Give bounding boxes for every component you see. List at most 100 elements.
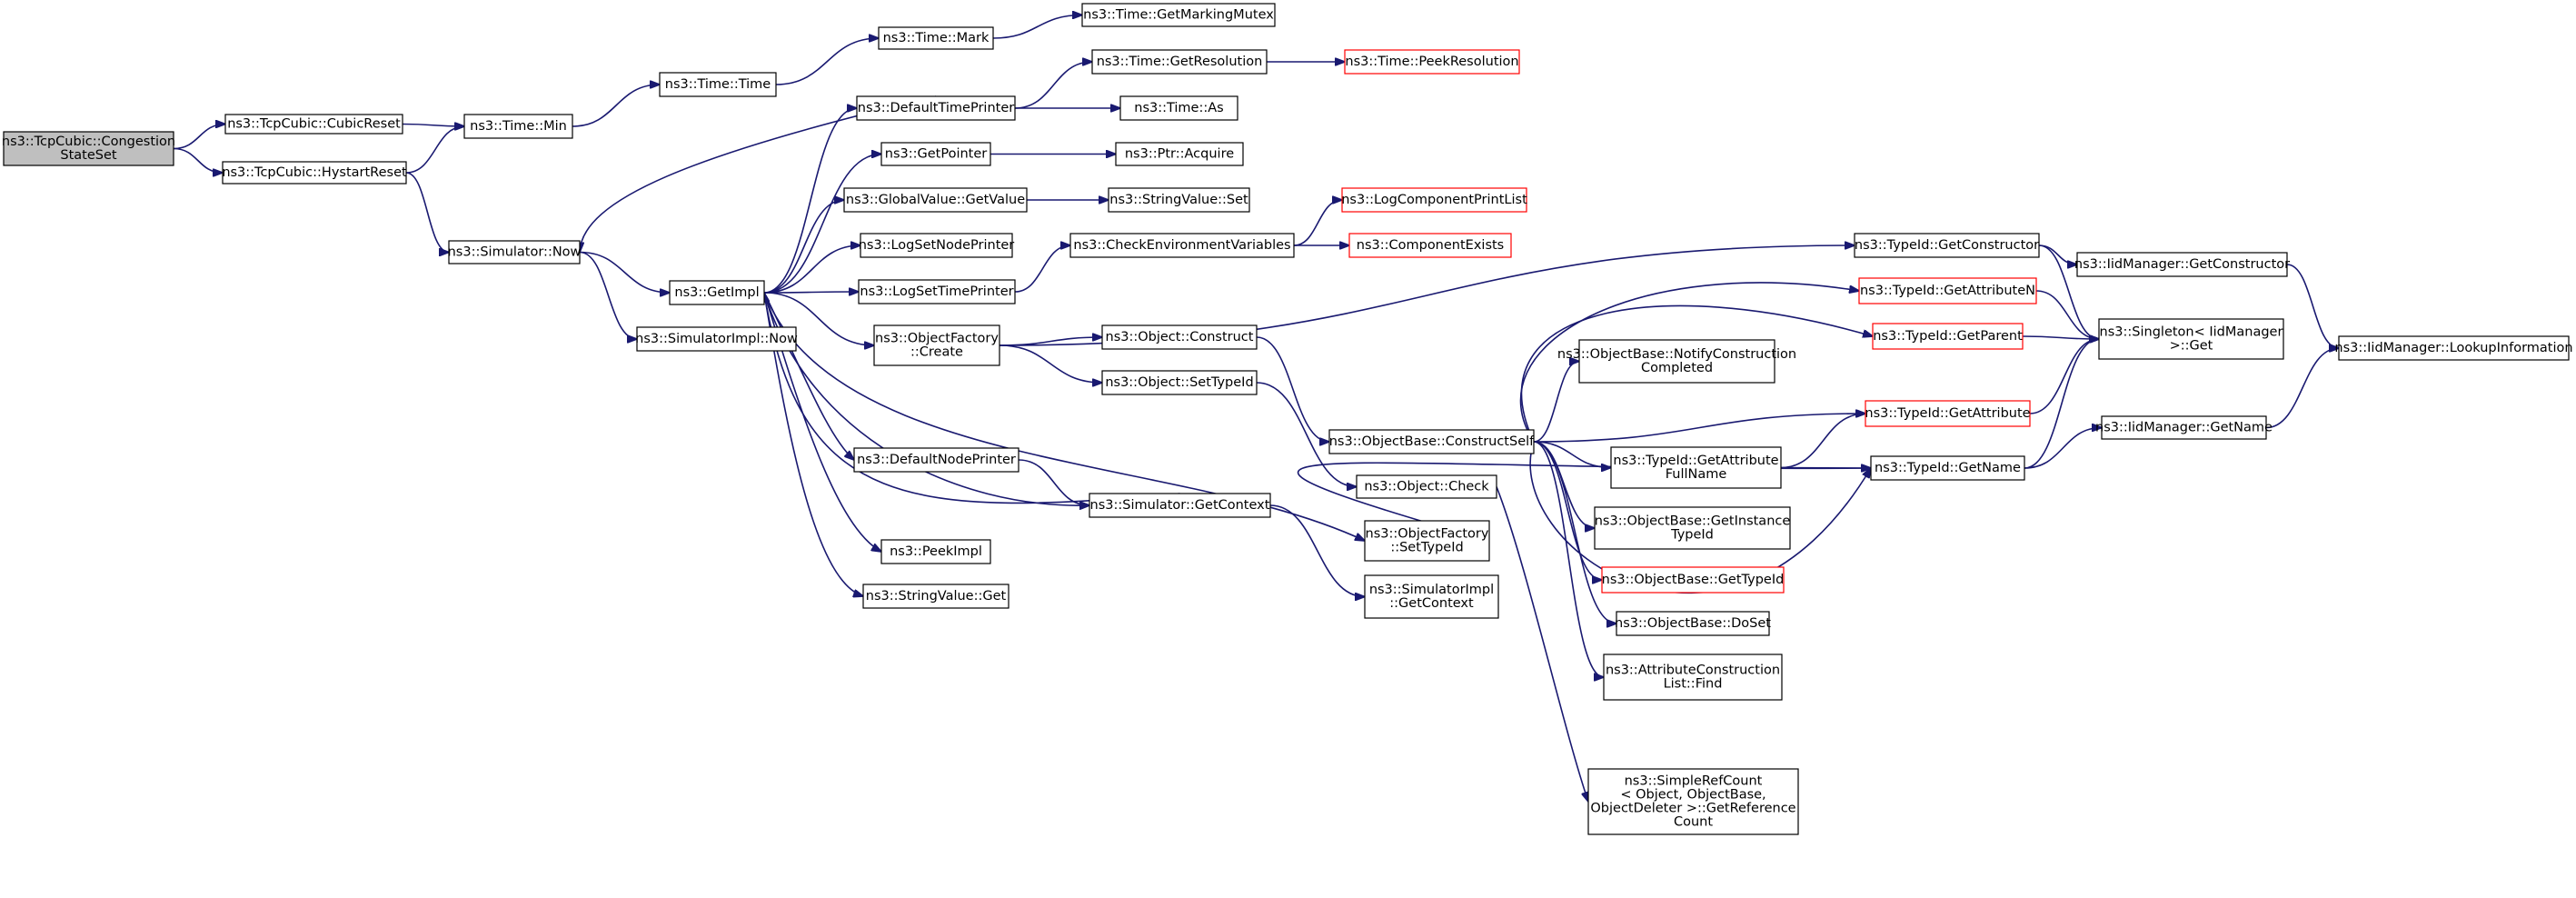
edge-getattrfullname-to-typeidgetname [1780, 468, 1871, 469]
node-timeas[interactable]: ns3::Time::As [1119, 95, 1238, 121]
node-getmarkingmutex[interactable]: ns3::Time::GetMarkingMutex [1081, 3, 1276, 27]
node-objcheck[interactable]: ns3::Object::Check [1356, 474, 1497, 499]
node-logsetnodeprinter[interactable]: ns3::LogSetNodePrinter [859, 233, 1015, 258]
node-objconstruct[interactable]: ns3::Object::Construct [1101, 324, 1258, 350]
node-label: ns3::TypeId::GetAttributeN [1860, 284, 2035, 298]
node-objbasedoset[interactable]: ns3::ObjectBase::DoSet [1615, 611, 1771, 636]
node-label: ns3::TcpCubic::HystartReset [222, 165, 407, 180]
node-simgetcontext[interactable]: ns3::Simulator::GetContext [1089, 493, 1271, 518]
node-stringvalueset[interactable]: ns3::StringValue::Set [1108, 187, 1250, 213]
node-label: ns3::Object::SetTypeId [1105, 375, 1253, 390]
node-objfactsettypeid[interactable]: ns3::ObjectFactory::SetTypeId [1364, 520, 1490, 562]
edge-getimpl-to-defaulttimeprinter [763, 108, 857, 294]
node-box [1616, 611, 1770, 636]
node-timemark[interactable]: ns3::Time::Mark [878, 26, 994, 50]
node-stringvalueget[interactable]: ns3::StringValue::Get [862, 584, 1010, 609]
node-objsettypeid[interactable]: ns3::Object::SetTypeId [1101, 370, 1258, 395]
node-box [1594, 506, 1791, 550]
node-simimplgetcontext[interactable]: ns3::SimulatorImpl::GetContext [1364, 574, 1499, 619]
node-box [1610, 446, 1782, 489]
node-label: StateSet [60, 148, 117, 163]
node-label: ns3::LogSetNodePrinter [859, 238, 1015, 253]
node-label: ns3::Time::Mark [883, 31, 990, 45]
node-peekresolution[interactable]: ns3::Time::PeekResolution [1344, 49, 1520, 75]
node-defaulttimeprinter[interactable]: ns3::DefaultTimePrinter [856, 95, 1016, 121]
node-cubicreset[interactable]: ns3::TcpCubic::CubicReset [224, 114, 403, 135]
node-singletonget[interactable]: ns3::Singleton< IidManager>::Get [2098, 318, 2284, 360]
node-label: ns3::TcpCubic::Congestion [2, 135, 175, 149]
node-notifyconstruction[interactable]: ns3::ObjectBase::NotifyConstructionCompl… [1557, 339, 1796, 384]
edge-getimpl-to-defaultnodeprinter [763, 292, 854, 460]
node-box [636, 326, 797, 352]
node-hystartreset[interactable]: ns3::TcpCubic::HystartReset [222, 161, 407, 185]
node-simimplnow[interactable]: ns3::SimulatorImpl::Now [635, 326, 798, 352]
node-box [448, 240, 581, 264]
node-iidgetconstructor[interactable]: ns3::IidManager::GetConstructor [2074, 252, 2290, 277]
node-label: ns3::TypeId::GetConstructor [1855, 238, 2039, 253]
node-iidgetname[interactable]: ns3::IidManager::GetName [2095, 415, 2273, 440]
node-simnow[interactable]: ns3::Simulator::Now [448, 240, 582, 264]
edge-getimpl-to-stringvalueget [763, 292, 863, 596]
node-label: ns3::Object::Check [1364, 480, 1489, 494]
node-box [1115, 142, 1244, 166]
node-label: ns3::Singleton< IidManager [2100, 325, 2283, 340]
node-typeidgetname[interactable]: ns3::TypeId::GetName [1870, 455, 2025, 481]
node-objfactcreate[interactable]: ns3::ObjectFactory::Create [873, 324, 1000, 366]
node-checkenv[interactable]: ns3::CheckEnvironmentVariables [1069, 233, 1295, 258]
node-label: ObjectDeleter >::GetReference [1590, 802, 1795, 816]
node-objbasegettypeid[interactable]: ns3::ObjectBase::GetTypeId [1601, 566, 1785, 594]
node-typeidgetparent[interactable]: ns3::TypeId::GetParent [1872, 323, 2024, 350]
node-box [1119, 95, 1238, 121]
node-logsettimeprinter[interactable]: ns3::LogSetTimePrinter [858, 279, 1016, 304]
edge-simgetcontext-to-getimpl [764, 293, 1180, 504]
node-box [880, 142, 991, 166]
node-componentexists[interactable]: ns3::ComponentExists [1348, 233, 1512, 258]
edge-objcheck-to-simplerefcount [1496, 486, 1588, 803]
node-getimpl[interactable]: ns3::GetImpl [669, 280, 765, 305]
node-box [669, 280, 765, 305]
node-box [2101, 415, 2267, 440]
node-box [862, 584, 1010, 609]
node-typeidgetattribute[interactable]: ns3::TypeId::GetAttribute [1865, 400, 2031, 427]
node-box [224, 114, 403, 135]
node-box [1858, 277, 2037, 304]
node-box [1081, 3, 1276, 27]
edge-iidgetconstructor-to-lookupinfo [2286, 264, 2339, 348]
node-ptracquire[interactable]: ns3::Ptr::Acquire [1115, 142, 1244, 166]
node-label: < Object, ObjectBase, [1620, 788, 1765, 803]
node-timemin[interactable]: ns3::Time::Min [463, 114, 573, 139]
edge-simgetcontext-to-simimplgetcontext [1269, 504, 1365, 597]
node-label: ns3::SimulatorImpl::Now [635, 332, 798, 346]
node-logcompprintlist[interactable]: ns3::LogComponentPrintList [1341, 187, 1527, 213]
node-label: ns3::Time::GetMarkingMutex [1083, 8, 1274, 23]
node-box [1603, 654, 1783, 701]
node-globalvalueget[interactable]: ns3::GlobalValue::GetValue [843, 187, 1028, 213]
node-lookupinfo[interactable]: ns3::IidManager::LookupInformation [2334, 335, 2573, 361]
node-constructself[interactable]: ns3::ObjectBase::ConstructSelf [1328, 429, 1535, 454]
node-peekimpl[interactable]: ns3::PeekImpl [880, 539, 991, 564]
node-box [1865, 400, 2031, 427]
node-simplerefcount[interactable]: ns3::SimpleRefCount< Object, ObjectBase,… [1587, 768, 1799, 835]
node-label: List::Find [1664, 677, 1723, 692]
node-typeidgetconstructor[interactable]: ns3::TypeId::GetConstructor [1854, 233, 2040, 258]
node-box [1341, 187, 1527, 213]
node-label: ns3::TypeId::GetAttribute [1865, 406, 2030, 421]
edge-getimpl-to-objfactsettypeid [763, 292, 1365, 541]
node-getresolution[interactable]: ns3::Time::GetResolution [1091, 49, 1268, 75]
node-label: ns3::ObjectBase::GetInstance [1595, 514, 1791, 529]
node-getpointer[interactable]: ns3::GetPointer [880, 142, 991, 166]
node-timetime[interactable]: ns3::Time::Time [659, 72, 777, 97]
node-defaultnodeprinter[interactable]: ns3::DefaultNodePrinter [853, 447, 1019, 473]
node-typeidgetattributen[interactable]: ns3::TypeId::GetAttributeN [1858, 277, 2037, 304]
edge-getattrfullname-to-typeidgetattribute [1780, 414, 1865, 469]
node-label: ns3::IidManager::GetConstructor [2074, 257, 2290, 272]
node-label: ns3::DefaultNodePrinter [857, 453, 1016, 467]
node-label: ns3::StringValue::Get [866, 589, 1007, 604]
node-box [1364, 574, 1499, 619]
node-box [1578, 339, 1775, 384]
